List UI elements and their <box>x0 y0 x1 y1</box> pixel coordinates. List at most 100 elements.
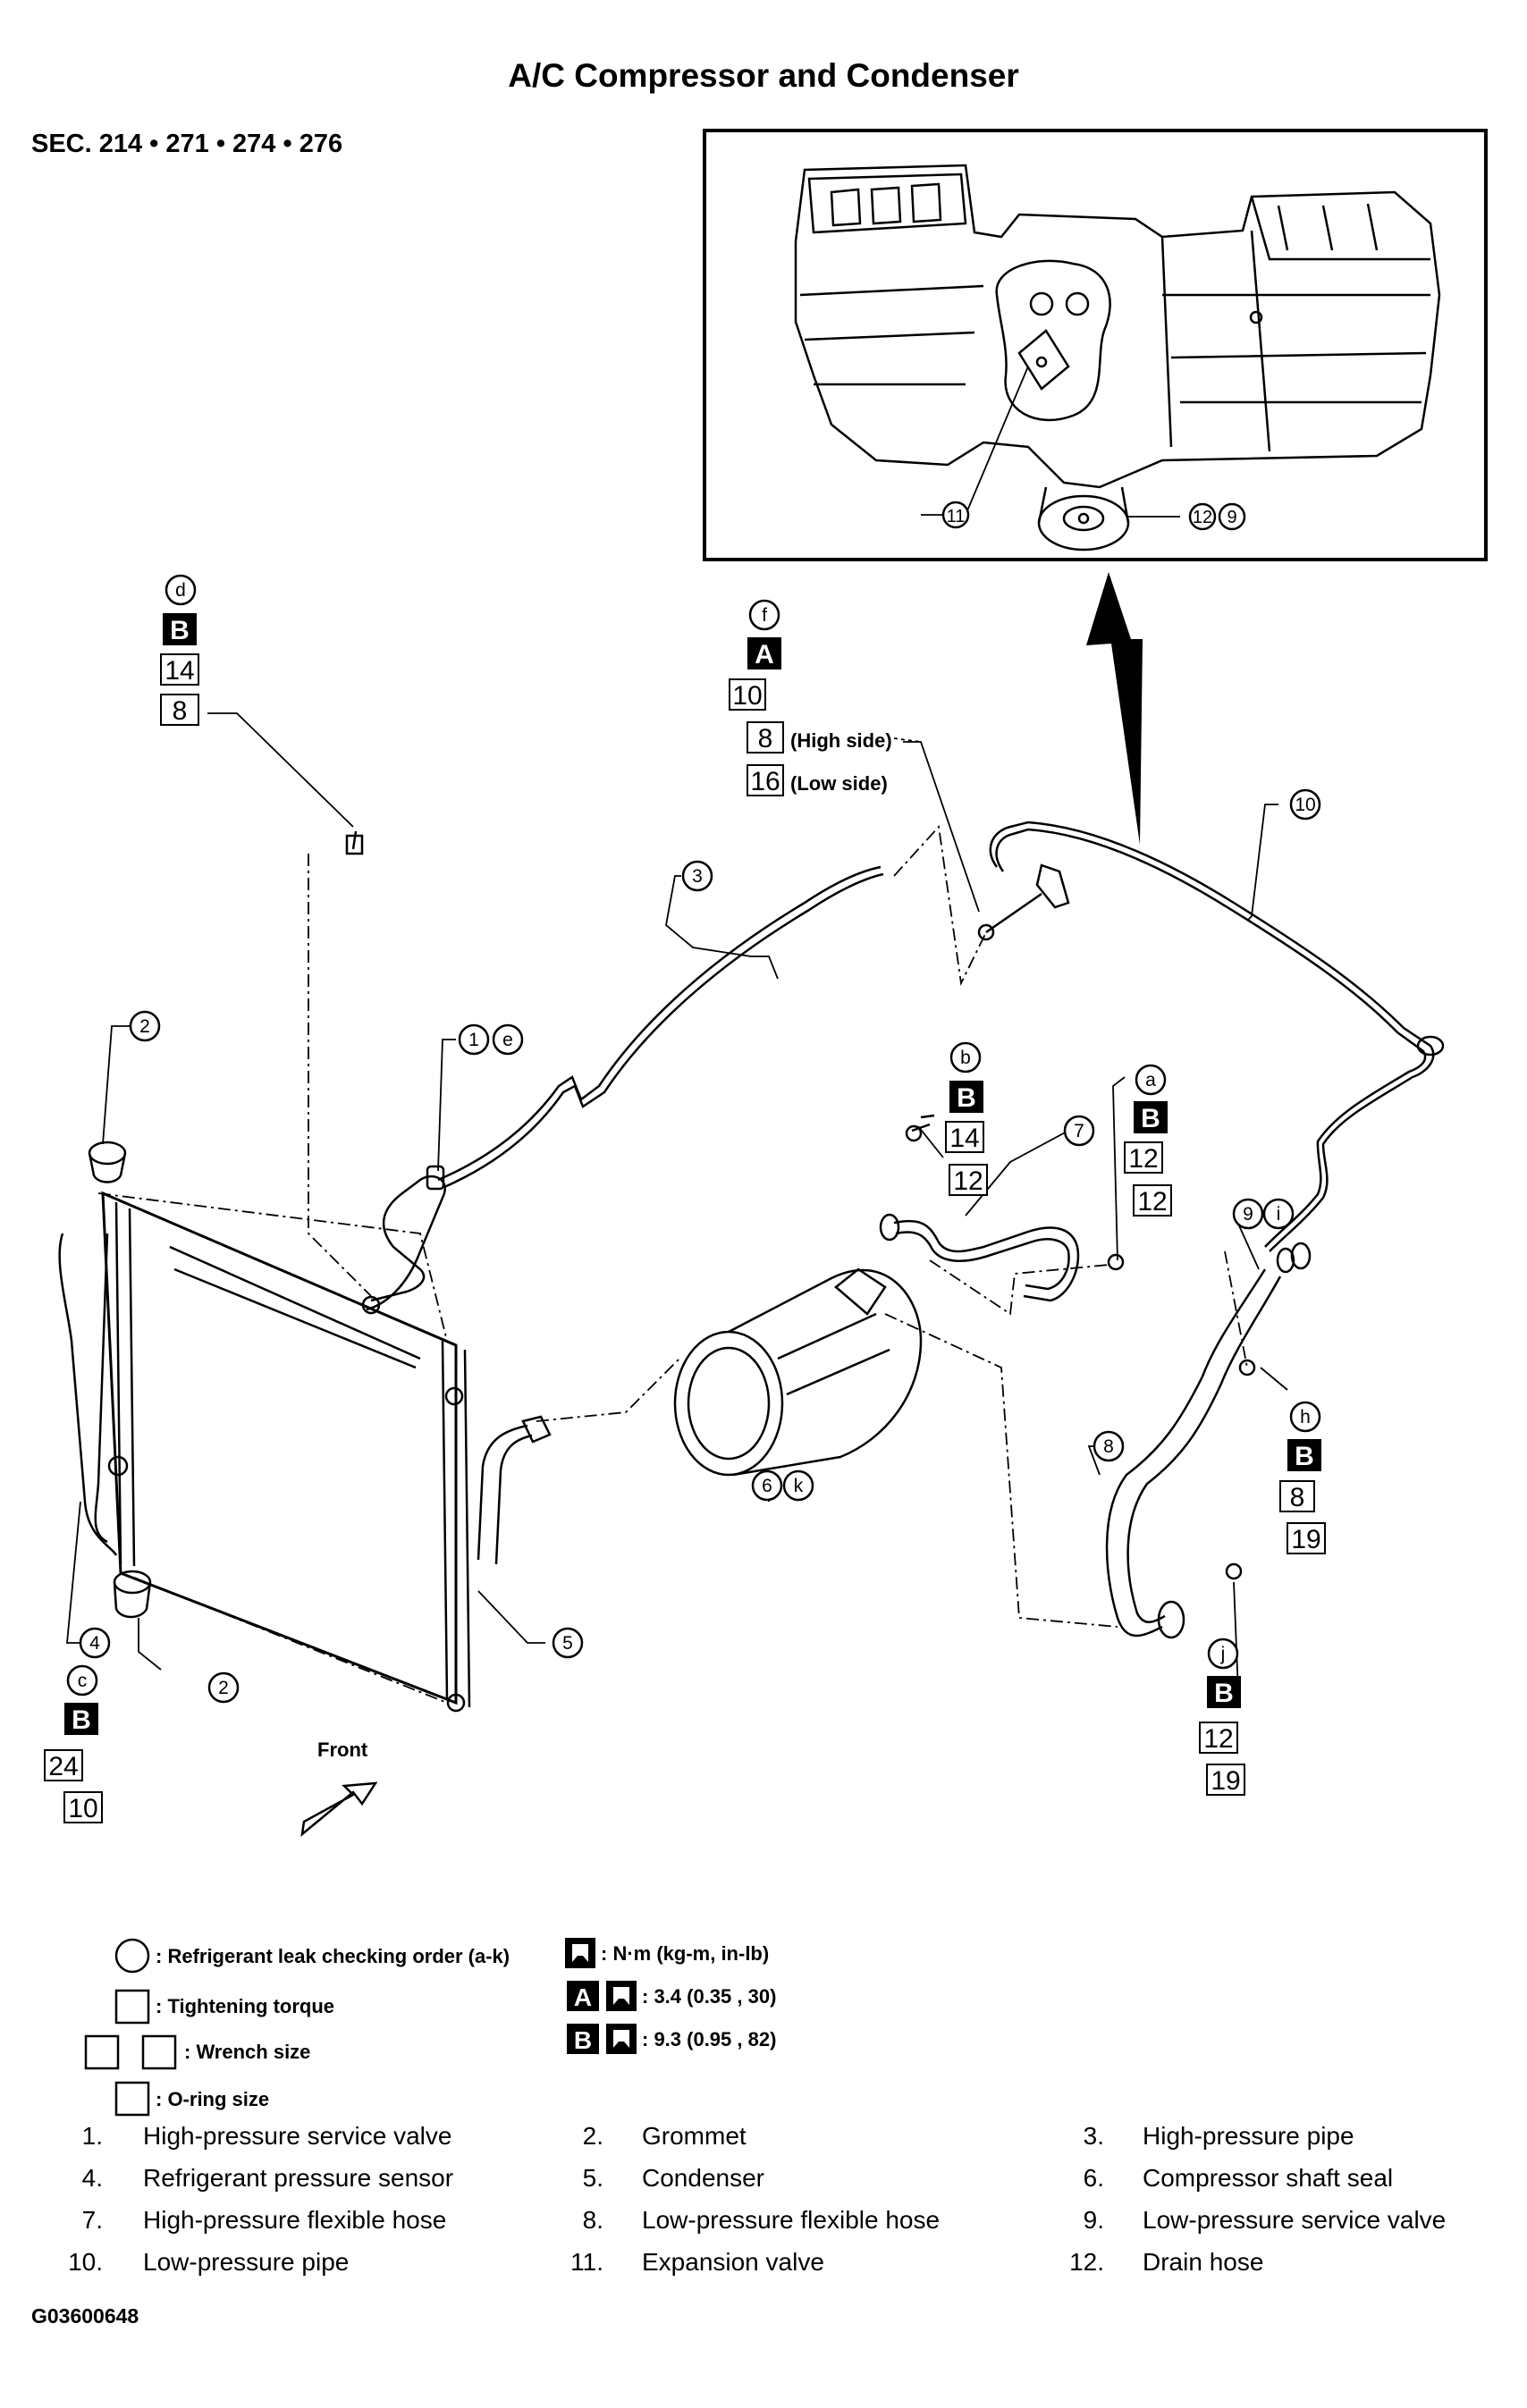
callout-8: 8 <box>1103 1436 1114 1457</box>
leak-order-c: c <box>78 1671 88 1691</box>
legend-tightening-torque-text: : Tightening torque <box>156 1995 334 2017</box>
legend-wrench-box-icon-2 <box>141 2034 177 2070</box>
torque-box-j <box>1207 1676 1241 1708</box>
callout-circle-inset-11 <box>941 501 970 529</box>
torque-class-f: A <box>755 640 774 669</box>
callout-2a: 2 <box>139 1016 150 1037</box>
part-number: 12. <box>1069 2248 1104 2276</box>
part-number: 10. <box>68 2248 103 2276</box>
part-label: Low-pressure pipe <box>143 2248 350 2276</box>
torque-box-d <box>163 613 197 645</box>
part-number: 7. <box>81 2206 103 2234</box>
legend-torque-box-icon <box>114 1989 150 2025</box>
legend-oring-size-text: : O-ring size <box>156 2088 269 2110</box>
leak-order-d: d <box>175 580 186 601</box>
leak-circle-i <box>1262 1198 1295 1230</box>
wrench-box-f <box>729 678 766 711</box>
callout-circle-10 <box>1289 788 1321 821</box>
legend-torque-a-text: : 3.4 (0.35 , 30) <box>642 1985 776 2008</box>
figure-id: G03600648 <box>31 2304 139 2328</box>
leak-circle-c <box>66 1664 98 1697</box>
wrench-size-c: 24 <box>48 1752 78 1781</box>
wrench-box-b <box>945 1121 984 1153</box>
oring-note-f-high: (High side) <box>790 729 892 752</box>
legend-torque-a-key: A <box>574 1983 592 2011</box>
torque-box-f <box>747 637 781 669</box>
torque-box-c <box>64 1703 98 1735</box>
callout-6: 6 <box>762 1476 772 1496</box>
wrench-size-j: 12 <box>1203 1724 1233 1754</box>
oring-box-f-high <box>747 721 784 754</box>
legend-wrench-box-icon-1 <box>84 2034 120 2070</box>
oring-box-a <box>1133 1184 1172 1217</box>
legend-torque-b-box <box>567 2024 599 2054</box>
callout-circle-7 <box>1063 1115 1095 1147</box>
part-number: 2. <box>582 2122 603 2150</box>
leak-circle-b <box>949 1041 982 1073</box>
callout-3: 3 <box>692 866 703 887</box>
legend-circle-icon <box>114 1938 150 1974</box>
leak-order-j: j <box>1220 1644 1226 1664</box>
legend-oring-box-icon <box>114 2081 150 2117</box>
oring-box-c <box>63 1791 103 1823</box>
wrench-size-d: 14 <box>165 656 194 686</box>
leak-circle-f <box>748 599 780 631</box>
torque-class-a: B <box>1141 1104 1160 1133</box>
oring-note-f-low: (Low side) <box>790 772 888 795</box>
section-reference: SEC. 214 • 271 • 274 • 276 <box>31 130 343 158</box>
part-number: 6. <box>1083 2164 1104 2192</box>
callout-2b: 2 <box>218 1678 229 1698</box>
wrench-box-h <box>1279 1480 1315 1512</box>
callout-circle-8 <box>1093 1430 1125 1462</box>
wrench-size-f: 10 <box>732 681 762 711</box>
legend-units-text: : N·m (kg-m, in-lb) <box>601 1942 769 1965</box>
part-label: High-pressure flexible hose <box>143 2206 447 2234</box>
leak-circle-h <box>1289 1401 1321 1433</box>
callout-circle-inset-12 <box>1188 502 1217 531</box>
oring-size-b: 12 <box>953 1166 983 1196</box>
part-label: Low-pressure service valve <box>1143 2206 1447 2234</box>
wrench-size-a: 12 <box>1128 1144 1158 1174</box>
page-title: A/C Compressor and Condenser <box>508 57 1019 94</box>
wrench-box-d <box>160 653 199 686</box>
leak-circle-a <box>1135 1064 1167 1096</box>
callout-leaders <box>66 712 1288 1693</box>
leak-order-e: e <box>502 1030 513 1050</box>
part-number: 9. <box>1083 2206 1104 2234</box>
legend-leak-order-text: : Refrigerant leak checking order (a-k) <box>156 1945 510 1967</box>
callout-circle-inset-9 <box>1218 502 1246 531</box>
leak-order-f: f <box>762 605 767 626</box>
part-number: 5. <box>582 2164 603 2192</box>
part-label: Refrigerant pressure sensor <box>143 2164 454 2192</box>
part-number: 1. <box>81 2122 103 2150</box>
main-exploded-view <box>58 821 1445 1713</box>
callout-circle-2a <box>129 1010 161 1042</box>
torque-box-a <box>1134 1101 1168 1133</box>
wrench-box-a <box>1124 1141 1163 1174</box>
part-number: 3. <box>1083 2122 1104 2150</box>
leak-order-i: i <box>1277 1204 1281 1225</box>
leak-order-h: h <box>1300 1407 1311 1427</box>
callout-circle-2b <box>207 1671 240 1704</box>
callout-circle-6 <box>751 1469 783 1502</box>
wrench-box-c <box>44 1749 83 1781</box>
torque-box-b <box>949 1081 983 1113</box>
callout-circle-3 <box>681 860 713 892</box>
oring-box-b <box>949 1164 988 1196</box>
callout-circle-9 <box>1232 1198 1264 1230</box>
oring-box-f-low <box>747 764 784 796</box>
legend-torque-a-box <box>567 1981 599 2011</box>
part-number: 8. <box>582 2206 603 2234</box>
leak-circle-j <box>1207 1638 1239 1670</box>
oring-size-d: 8 <box>173 696 188 726</box>
wrench-symbol-b-icon <box>613 2030 629 2048</box>
leak-circle-k <box>782 1469 814 1502</box>
leak-circle-e <box>492 1023 524 1056</box>
condenser-core <box>101 1191 458 1705</box>
callout-5: 5 <box>562 1633 573 1654</box>
part-number: 11. <box>570 2248 603 2276</box>
oring-size-f-high: 8 <box>758 724 773 754</box>
leak-order-b: b <box>960 1048 971 1068</box>
torque-box-h <box>1287 1439 1321 1471</box>
